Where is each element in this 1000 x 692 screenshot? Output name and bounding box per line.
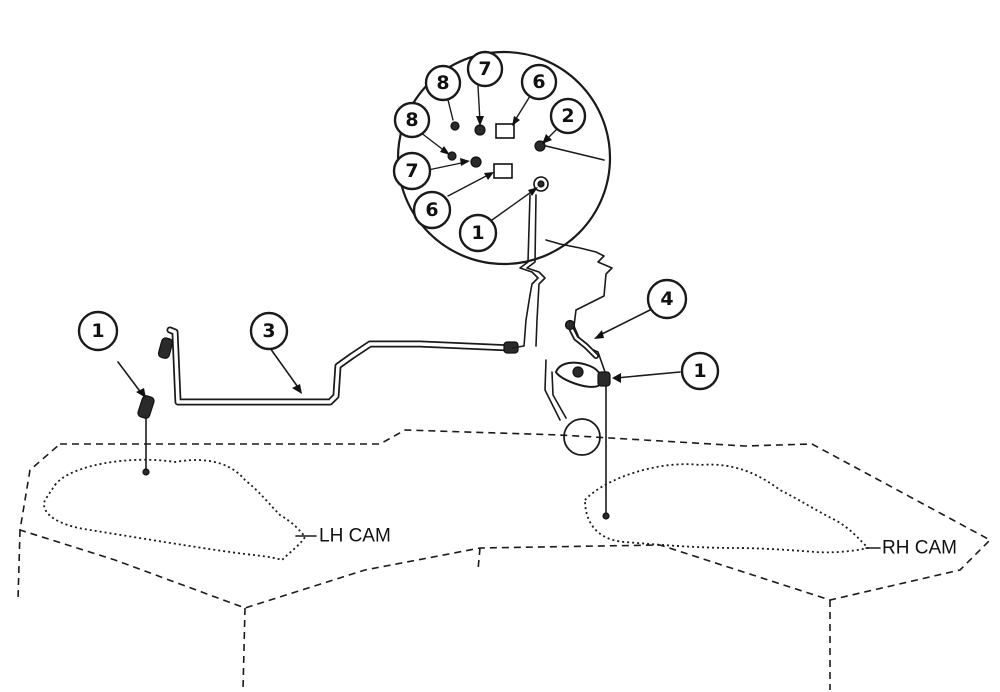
callout-8-top: 8 xyxy=(424,64,462,102)
lh-cam-outline xyxy=(43,458,307,562)
callout-2-text: 2 xyxy=(561,105,574,127)
callout-2: 2 xyxy=(549,97,587,135)
tube-4 xyxy=(545,239,613,388)
callout-4-text: 4 xyxy=(660,288,673,310)
callout-1-right: 1 xyxy=(680,351,720,391)
callout-7-mid-text: 7 xyxy=(405,160,418,182)
callout-7-mid: 7 xyxy=(392,151,432,191)
tube-loop xyxy=(544,359,601,456)
callout-1-left: 1 xyxy=(77,310,119,352)
rh-cam-outline xyxy=(584,463,870,554)
detail-view xyxy=(396,50,612,266)
rh-cam-label: RH CAM xyxy=(882,538,957,559)
callout-6-top: 6 xyxy=(520,63,558,101)
callout-1-detail: 1 xyxy=(458,213,498,253)
tube-to-detail xyxy=(511,194,546,349)
left-fitting xyxy=(137,395,155,419)
callout-6-bottom: 6 xyxy=(412,190,452,230)
callout-6-top-text: 6 xyxy=(532,71,545,93)
callout-1-left-text: 1 xyxy=(91,320,104,342)
left-stem xyxy=(142,411,150,476)
callout-3: 3 xyxy=(249,311,289,351)
callout-1-detail-text: 1 xyxy=(471,222,484,244)
right-stem xyxy=(602,385,610,520)
callout-8-top-text: 8 xyxy=(436,72,449,94)
callout-6-bottom-text: 6 xyxy=(425,199,438,221)
leader-lines xyxy=(117,85,881,549)
callout-8-mid: 8 xyxy=(393,101,431,139)
callout-7-top-text: 7 xyxy=(478,58,491,80)
callout-4: 4 xyxy=(646,278,688,320)
lh-cam-label: LH CAM xyxy=(319,526,391,547)
callout-7-top: 7 xyxy=(466,50,504,88)
base-plate-outline xyxy=(17,429,992,691)
callout-1-right-text: 1 xyxy=(693,360,706,382)
callout-8-mid-text: 8 xyxy=(405,109,418,131)
callout-3-text: 3 xyxy=(262,320,275,342)
tube-3 xyxy=(157,326,519,406)
